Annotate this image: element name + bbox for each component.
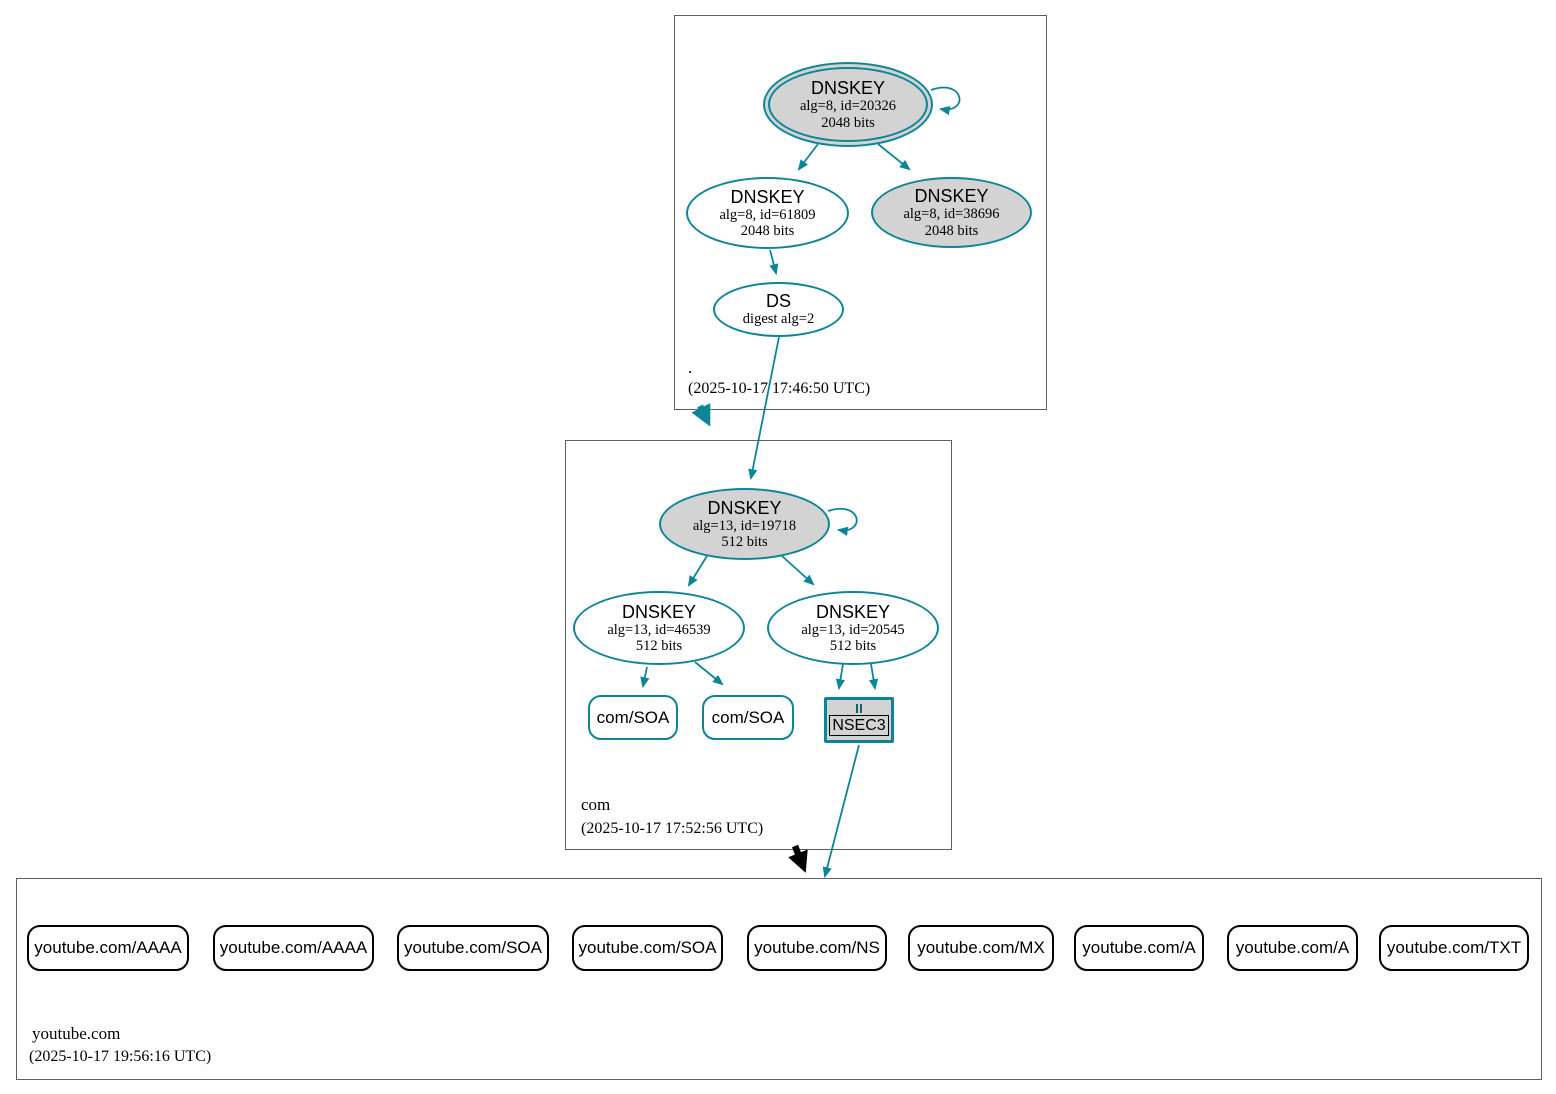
zone-box-youtube bbox=[16, 878, 1542, 1080]
edge-delegation-root-to-com bbox=[691, 403, 711, 427]
node-title: DNSKEY bbox=[810, 78, 886, 98]
zone-box-root bbox=[674, 15, 1047, 410]
rrset-label: youtube.com/MX bbox=[917, 938, 1045, 957]
edge-zsk1-to-soa2 bbox=[694, 661, 724, 686]
rrset-label: youtube.com/AAAA bbox=[219, 938, 368, 957]
node-bits: 512 bits bbox=[721, 534, 768, 550]
zone-name: . bbox=[688, 358, 693, 377]
zone-timestamp: (2025-10-17 17:46:50 UTC) bbox=[688, 380, 871, 397]
edge-com-ksk-to-zsk1 bbox=[687, 555, 708, 587]
node-alg-id: alg=13, id=19718 bbox=[692, 517, 797, 534]
rrset-label: youtube.com/AAAA bbox=[34, 938, 182, 957]
zone-timestamp: (2025-10-17 17:52:56 UTC) bbox=[581, 820, 764, 837]
nsec3-label: NSEC3 bbox=[829, 715, 889, 736]
node-alg-id: alg=8, id=38696 bbox=[903, 206, 1000, 222]
edge-root-ksk-to-zsk1 bbox=[797, 143, 819, 171]
node-title: DNSKEY bbox=[730, 186, 805, 207]
ds-node[interactable]: DS digest alg=2 bbox=[713, 282, 844, 337]
rrset-node-youtube-soa-2[interactable]: youtube.com/SOA bbox=[572, 925, 723, 971]
dnskey-node-20326[interactable]: DNSKEY alg=8, id=20326 2048 bits bbox=[768, 67, 928, 142]
dnskey-node-19718[interactable]: DNSKEY alg=13, id=19718 512 bits bbox=[659, 488, 830, 560]
node-digest: digest alg=2 bbox=[742, 311, 815, 328]
rrset-node-youtube-a-2[interactable]: youtube.com/A bbox=[1227, 925, 1358, 971]
dnskey-node-46539[interactable]: DNSKEY alg=13, id=46539 512 bits bbox=[573, 591, 745, 665]
node-alg-id: alg=13, id=46539 bbox=[607, 621, 711, 638]
rrset-node-youtube-aaaa-2[interactable]: youtube.com/AAAA bbox=[213, 925, 374, 971]
nsec3-cells bbox=[856, 704, 862, 713]
rrset-label: com/SOA bbox=[596, 707, 670, 727]
rrset-node-com-soa-1[interactable]: com/SOA bbox=[588, 695, 678, 740]
nsec3-node[interactable]: NSEC3 bbox=[824, 697, 894, 743]
node-alg-id: alg=13, id=20545 bbox=[801, 621, 905, 638]
rrset-label: youtube.com/TXT bbox=[1386, 938, 1522, 957]
node-title: DNSKEY bbox=[707, 497, 782, 518]
edge-com-ksk-selfloop bbox=[827, 508, 858, 536]
edge-zsk2-to-nsec3-a bbox=[835, 663, 846, 691]
rrset-node-youtube-aaaa-1[interactable]: youtube.com/AAAA bbox=[27, 925, 189, 971]
node-title: DNSKEY bbox=[914, 186, 989, 206]
nsec3-cell bbox=[860, 704, 862, 713]
dnskey-node-61809[interactable]: DNSKEY alg=8, id=61809 2048 bits bbox=[686, 177, 849, 249]
edge-zsk2-to-nsec3-b bbox=[868, 663, 879, 691]
edge-nsec3-to-youtube bbox=[822, 744, 860, 879]
node-bits: 512 bits bbox=[829, 638, 877, 654]
nsec3-cell bbox=[856, 704, 858, 713]
edge-zsk-to-ds bbox=[769, 249, 779, 276]
edge-root-ksk-selfloop bbox=[930, 86, 961, 116]
edge-com-ksk-to-zsk2 bbox=[781, 555, 815, 586]
rrset-node-youtube-soa-1[interactable]: youtube.com/SOA bbox=[397, 925, 549, 971]
rrset-node-youtube-ns[interactable]: youtube.com/NS bbox=[747, 925, 887, 971]
zone-name: com bbox=[581, 795, 611, 814]
node-bits: 2048 bits bbox=[924, 222, 979, 239]
rrset-label: youtube.com/NS bbox=[754, 938, 880, 957]
dnskey-node-20545[interactable]: DNSKEY alg=13, id=20545 512 bits bbox=[767, 591, 939, 665]
node-bits: 2048 bits bbox=[740, 223, 795, 239]
dnskey-node-38696[interactable]: DNSKEY alg=8, id=38696 2048 bits bbox=[871, 177, 1032, 248]
rrset-label: com/SOA bbox=[711, 707, 785, 727]
node-bits: 2048 bits bbox=[821, 114, 875, 131]
rrset-node-youtube-txt[interactable]: youtube.com/TXT bbox=[1379, 925, 1529, 971]
edge-zsk1-to-soa1 bbox=[640, 666, 650, 689]
edge-root-ksk-to-zsk2 bbox=[877, 143, 911, 171]
zone-timestamp: (2025-10-17 19:56:16 UTC) bbox=[29, 1048, 212, 1065]
rrset-label: youtube.com/SOA bbox=[578, 938, 717, 957]
node-title: DNSKEY bbox=[621, 601, 697, 622]
rrset-label: youtube.com/SOA bbox=[404, 938, 542, 957]
node-title: DNSKEY bbox=[815, 601, 891, 622]
rrset-label: youtube.com/A bbox=[1082, 938, 1196, 957]
node-alg-id: alg=8, id=61809 bbox=[719, 206, 816, 223]
edge-delegation-com-to-youtube bbox=[788, 844, 808, 873]
node-alg-id: alg=8, id=20326 bbox=[799, 98, 897, 114]
rrset-label: youtube.com/A bbox=[1235, 938, 1350, 957]
rrset-node-youtube-a-1[interactable]: youtube.com/A bbox=[1074, 925, 1204, 971]
rrset-node-com-soa-2[interactable]: com/SOA bbox=[702, 695, 794, 740]
node-title: DS bbox=[765, 291, 791, 312]
node-bits: 512 bits bbox=[635, 638, 683, 654]
edge-ds-to-com-ksk bbox=[748, 336, 780, 481]
rrset-node-youtube-mx[interactable]: youtube.com/MX bbox=[908, 925, 1054, 971]
zone-name: youtube.com bbox=[32, 1024, 121, 1043]
